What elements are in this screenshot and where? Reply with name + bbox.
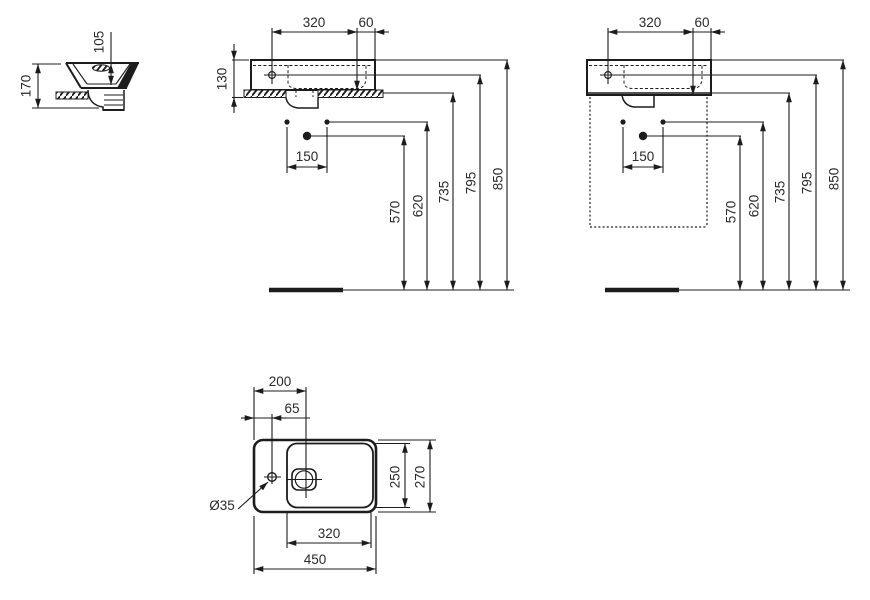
dim-label-130: 130 bbox=[215, 68, 230, 91]
basin-plan-outline bbox=[252, 438, 378, 514]
dim-label-200: 200 bbox=[269, 374, 292, 389]
dim-label-150: 150 bbox=[296, 149, 319, 164]
tap-offset-dimension: 65 bbox=[241, 401, 310, 484]
drain-offset-dimension: 200 bbox=[253, 374, 307, 498]
trap-outline bbox=[621, 94, 655, 108]
bowl-depth-dimension: 105 bbox=[92, 31, 114, 85]
dim-label-320: 320 bbox=[318, 526, 341, 541]
dim-label-795: 795 bbox=[464, 172, 479, 195]
dim-label-570: 570 bbox=[388, 201, 403, 224]
basin-elevation-outline bbox=[586, 59, 712, 228]
wall-fixing-hatch bbox=[317, 89, 384, 98]
fixing-centres-dimension: 150 bbox=[286, 127, 328, 173]
wall-fixing-hatch bbox=[55, 91, 89, 100]
dim-label-60: 60 bbox=[694, 15, 709, 30]
height-dimensions: 570 620 735 795 850 bbox=[724, 60, 846, 290]
waste-outlet bbox=[286, 468, 322, 491]
overall-depth-dimension: 270 bbox=[378, 439, 436, 513]
bowl-outline bbox=[286, 442, 374, 509]
dim-label-65: 65 bbox=[284, 401, 299, 416]
dim-label-105: 105 bbox=[92, 31, 107, 54]
basin-elevation-outline bbox=[243, 59, 384, 109]
top-dimensions: 320 60 bbox=[271, 15, 389, 90]
reference-lines bbox=[617, 59, 844, 137]
furniture-elevation-view: 570 620 735 795 850 150 320 60 bbox=[586, 15, 850, 293]
top-dimensions: 320 60 bbox=[607, 15, 725, 95]
dim-label-320: 320 bbox=[303, 15, 326, 30]
body-height-dimension: 130 bbox=[215, 44, 249, 113]
overall-height-dimension: 170 bbox=[19, 63, 99, 109]
side-section-view: 170 105 bbox=[19, 31, 139, 111]
tap-hole-diameter-callout: Ø35 bbox=[209, 481, 269, 513]
plan-view: 200 65 250 270 320 bbox=[209, 374, 436, 574]
trap-outline bbox=[285, 97, 319, 109]
dim-label-620: 620 bbox=[747, 195, 762, 218]
dim-label-250: 250 bbox=[388, 466, 403, 489]
bowl-width-dimension: 320 bbox=[286, 511, 372, 548]
bowl-depth-dimension: 250 bbox=[375, 442, 410, 509]
wall-elevation-view: 570 620 735 795 850 150 320 60 bbox=[215, 15, 514, 293]
overall-width-dimension: 450 bbox=[253, 516, 377, 574]
dim-label-320: 320 bbox=[639, 15, 662, 30]
dim-label-735: 735 bbox=[773, 181, 788, 204]
height-dimensions: 570 620 735 795 850 bbox=[388, 60, 510, 290]
dim-label-450: 450 bbox=[304, 552, 327, 567]
dim-label-620: 620 bbox=[411, 195, 426, 218]
fixing-points bbox=[620, 119, 666, 141]
furniture-unit-outline bbox=[589, 97, 708, 228]
dim-label-850: 850 bbox=[491, 168, 506, 191]
fixing-centres-dimension: 150 bbox=[622, 127, 664, 173]
dim-label-795: 795 bbox=[800, 172, 815, 195]
fixing-points bbox=[284, 119, 330, 141]
dim-label-dia35: Ø35 bbox=[209, 498, 235, 513]
dim-label-270: 270 bbox=[413, 466, 428, 489]
dim-label-150: 150 bbox=[632, 149, 655, 164]
wall-fixing-hatch bbox=[243, 89, 287, 98]
dim-label-60: 60 bbox=[358, 15, 373, 30]
dim-label-735: 735 bbox=[437, 181, 452, 204]
dim-label-170: 170 bbox=[19, 75, 34, 98]
basin-section-outline bbox=[55, 62, 139, 111]
dim-label-570: 570 bbox=[724, 201, 739, 224]
overflow-slot bbox=[92, 64, 110, 72]
reference-lines bbox=[281, 59, 508, 137]
dim-label-850: 850 bbox=[827, 168, 842, 191]
